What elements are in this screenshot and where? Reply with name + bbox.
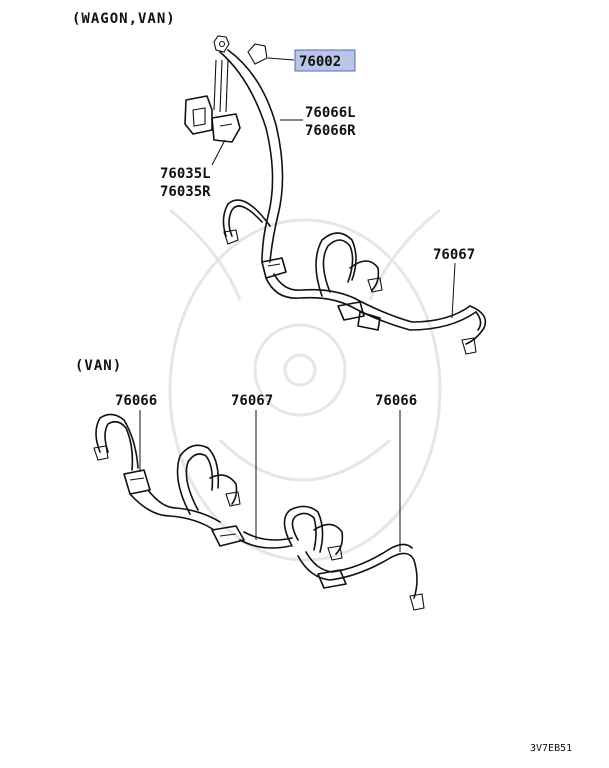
section-title-wagon-van: (WAGON,VAN) <box>72 11 176 27</box>
part-label-76002[interactable]: 76002 <box>299 54 341 70</box>
rear-belt-assembly <box>93 413 425 611</box>
diagram-code: 3V7EB51 <box>530 743 572 754</box>
highlight-box-76002 <box>294 49 356 72</box>
part-label-76066-left[interactable]: 76066 <box>115 393 157 409</box>
section-title-van: (VAN) <box>75 358 122 374</box>
front-belt-assembly <box>184 35 487 355</box>
part-label-76067-mid[interactable]: 76067 <box>231 393 273 409</box>
part-label-76066-right[interactable]: 76066 <box>375 393 417 409</box>
part-label-76066R[interactable]: 76066R <box>305 123 356 139</box>
part-label-76066L[interactable]: 76066L <box>305 105 356 121</box>
callouts: 76002 76066L 76066R 76035L 76035R 76067 … <box>115 49 475 552</box>
part-label-76035L[interactable]: 76035L <box>160 166 211 182</box>
part-label-76067-top[interactable]: 76067 <box>433 247 475 263</box>
watermark-emblem <box>168 208 442 562</box>
part-label-76035R[interactable]: 76035R <box>160 184 211 200</box>
